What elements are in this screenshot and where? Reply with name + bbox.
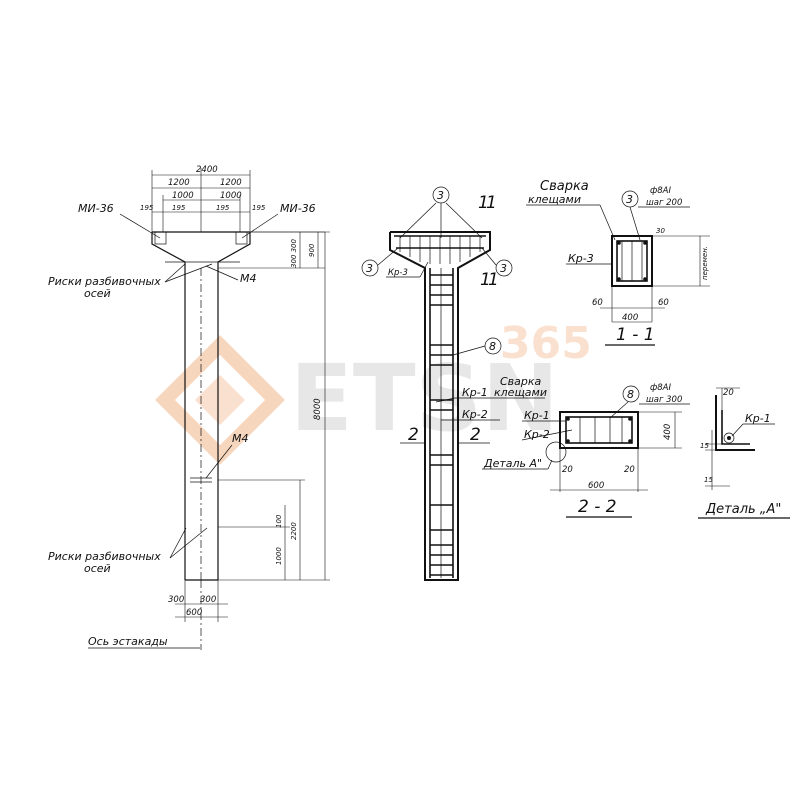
watermark-number: 365 — [500, 318, 592, 369]
dim-300-left: 300 — [168, 595, 184, 605]
dim-100: 100 — [275, 514, 283, 528]
label-svarka-mid-1: Сварка — [500, 375, 542, 388]
label-kp2-mid: Кр-2 — [462, 408, 488, 421]
dim-600-s2: 600 — [588, 481, 604, 491]
section-mark-2-left: 2 — [408, 425, 419, 445]
dim-15-b-detail: 15 — [704, 476, 713, 484]
label-riski-top-line2: осей — [84, 287, 111, 300]
label-riski-bot-line1: Риски разбивочных — [48, 550, 161, 563]
left-view: 2400 1200 1200 1000 1000 195 195 195 195… — [48, 165, 330, 650]
label-riski-top-line1: Риски разбивочных — [48, 275, 161, 288]
dim-195-d: 195 — [252, 204, 266, 212]
label-kp2-s2: Кр-2 — [524, 428, 550, 441]
section-mark-1-bottom-b: 1 — [488, 270, 499, 290]
dim-half-right: 1200 — [220, 178, 242, 188]
dim-300-300: 300 300 — [290, 239, 298, 268]
label-mi-left: МИ-36 — [78, 202, 114, 215]
dim-30-s1: 30 — [656, 227, 665, 235]
dim-15-a-detail: 15 — [700, 442, 709, 450]
label-svarka-s1-2: клещами — [528, 193, 581, 206]
dim-20-left-s2: 20 — [562, 465, 573, 475]
rebar-s2-1: ф8АI — [650, 383, 671, 393]
callout-8-mid: 8 — [489, 340, 496, 353]
dim-half-left: 1200 — [168, 178, 190, 188]
section-1-1: Сварка клещами 3 ф8АI шаг 200 30 перемен… — [526, 179, 710, 346]
dim-inner-left: 1000 — [172, 191, 194, 201]
label-detail-s2: Деталь А" — [483, 457, 542, 470]
label-riski-bot-line2: осей — [84, 562, 111, 575]
section-mark-2-right: 2 — [470, 425, 481, 445]
rebar-s1-2: шаг 200 — [646, 198, 682, 208]
callout-3-right: 3 — [500, 262, 507, 275]
dim-8000: 8000 — [313, 398, 323, 420]
dim-20-detail: 20 — [723, 388, 734, 398]
dim-2200: 2200 — [290, 522, 298, 540]
callout-8-s2-icon — [622, 385, 640, 403]
dim-60-left-s1: 60 — [592, 298, 603, 308]
dim-400-s1: 400 — [622, 313, 638, 323]
rebar-s2-2: шаг 300 — [646, 395, 682, 405]
watermark-logo-icon — [155, 335, 285, 465]
dim-20-right-s2: 20 — [624, 465, 635, 475]
dim-195-c: 195 — [216, 204, 230, 212]
detail-a-title: Деталь „А" — [705, 502, 781, 517]
dim-195-b: 195 — [172, 204, 186, 212]
dim-1000: 1000 — [275, 547, 283, 565]
label-kp1-mid: Кр-1 — [462, 386, 488, 399]
section-mark-1-bottom: 1 — [480, 270, 491, 290]
dim-400-s2: 400 — [663, 424, 673, 440]
callout-3-top: 3 — [437, 189, 444, 202]
dim-300-right: 300 — [200, 595, 216, 605]
section-2-title: 2 - 2 — [578, 497, 617, 517]
dim-total: 2400 — [196, 165, 218, 175]
label-m4-top: М4 — [240, 272, 257, 285]
callout-3-left: 3 — [366, 262, 373, 275]
label-kp1-s2: Кр-1 — [524, 409, 550, 422]
dim-60-right-s1: 60 — [658, 298, 669, 308]
rebar-s1-1: ф8АI — [650, 186, 671, 196]
section-2-2: 8 ф8АI шаг 300 Кр-1 Кр-2 400 Деталь А" 2… — [482, 383, 690, 518]
callout-8-s2: 8 — [627, 388, 634, 401]
detail-a: 20 Кр-1 15 15 Деталь „А" — [698, 387, 790, 519]
callout-3-right-icon — [495, 259, 513, 277]
detail-rebar-icon — [723, 432, 735, 444]
label-kp1-detail: Кр-1 — [745, 412, 771, 425]
dim-900: 900 — [308, 243, 316, 257]
label-m4-mid: М4 — [232, 432, 249, 445]
label-mi-right: МИ-36 — [280, 202, 316, 215]
dim-inner-right: 1000 — [220, 191, 242, 201]
label-peremen: перемен. — [701, 246, 709, 280]
dim-195-a: 195 — [140, 204, 154, 212]
label-axis: Ось эстакады — [88, 635, 168, 648]
section-mark-1-top-b: 1 — [486, 193, 497, 213]
dim-600: 600 — [186, 608, 202, 618]
detail-a-marker-icon — [545, 441, 567, 463]
label-kp3-s1: Кр-3 — [568, 252, 594, 265]
middle-view: 1 1 1 1 3 3 3 Кр-3 8 Сварка клещами Кр-1… — [361, 186, 547, 581]
label-kp3-mid: Кр-3 — [388, 268, 408, 278]
label-svarka-s1-1: Сварка — [540, 179, 589, 194]
callout-3-left-icon — [361, 259, 379, 277]
section-mark-1-top: 1 — [478, 193, 489, 213]
stirrups — [430, 274, 453, 576]
callout-3-s1: 3 — [626, 193, 633, 206]
label-svarka-mid-2: клещами — [494, 386, 547, 399]
section-1-title: 1 - 1 — [616, 325, 655, 345]
